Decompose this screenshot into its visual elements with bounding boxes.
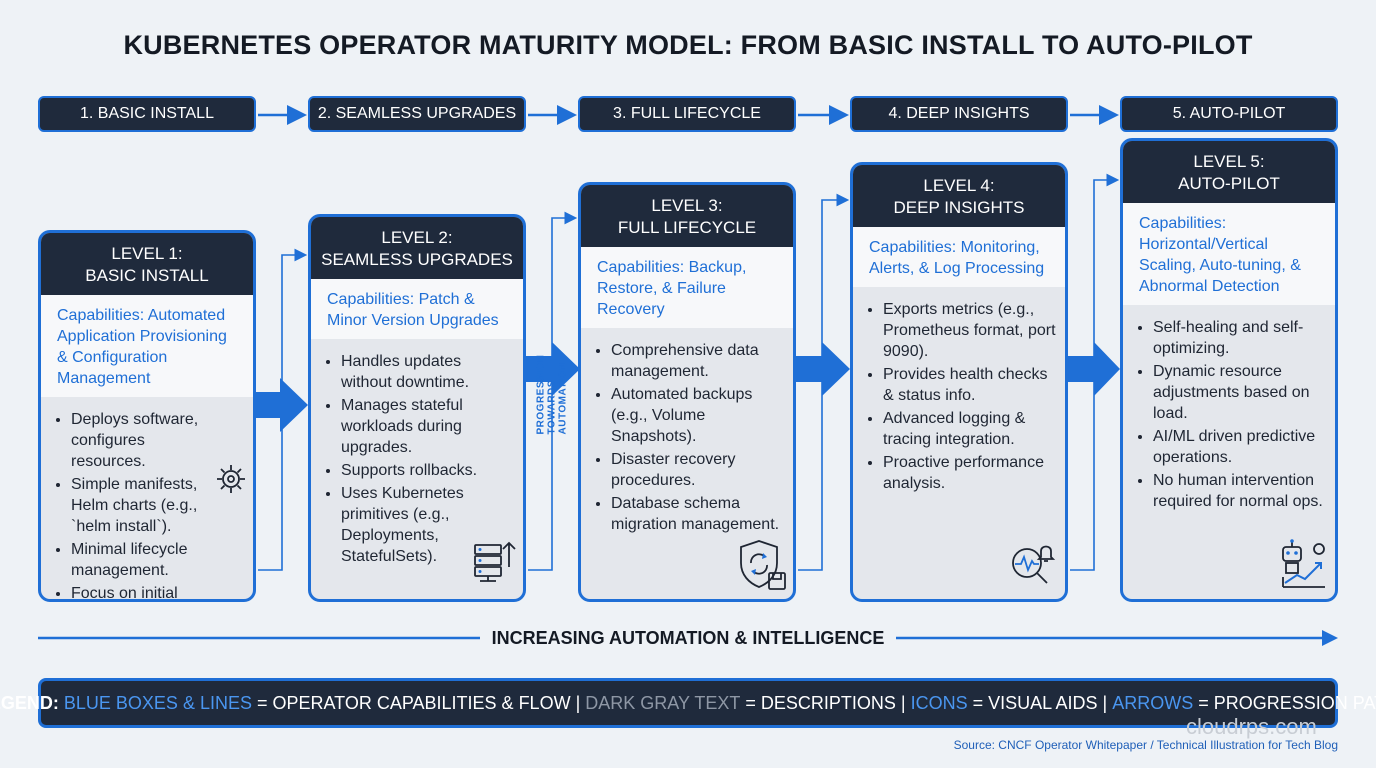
legend-blue-term: BLUE BOXES & LINES xyxy=(63,692,252,713)
level-3-title: FULL LIFECYCLE xyxy=(617,218,757,237)
legend-gray-desc: = DESCRIPTIONS xyxy=(745,692,896,713)
list-item: Exports metrics (e.g., Prometheus format… xyxy=(883,299,1057,362)
list-item: Handles updates without downtime. xyxy=(341,351,515,393)
list-item: Uses Kubernetes primitives (e.g., Deploy… xyxy=(341,483,515,567)
shield-save-icon xyxy=(740,540,786,590)
progression-line: AUTOMATION xyxy=(557,362,569,435)
big-arrow-1 xyxy=(256,378,308,432)
step-basic-install: 1. BASIC INSTALL xyxy=(38,96,256,132)
list-item: Self-healing and self-optimizing. xyxy=(1153,317,1327,359)
level-1-label: LEVEL 1: xyxy=(111,244,183,263)
legend-separator: | xyxy=(575,692,581,713)
level-1-list: Deploys software, configures resources. … xyxy=(41,397,253,599)
source-credit: Source: CNCF Operator Whitepaper / Techn… xyxy=(953,738,1338,752)
list-item: Provides health checks & status info. xyxy=(883,364,1057,406)
level-4-title: DEEP INSIGHTS xyxy=(893,198,1025,217)
level-3-label: LEVEL 3: xyxy=(651,196,723,215)
gear-sync-icon xyxy=(217,465,245,493)
level-1-title: BASIC INSTALL xyxy=(85,266,209,285)
level-1-card: LEVEL 1: BASIC INSTALL Capabilities: Aut… xyxy=(38,230,256,602)
legend-prefix: LEGEND: xyxy=(0,692,59,713)
list-item: Simple manifests, Helm charts (e.g., `he… xyxy=(71,474,219,537)
level-3-list: Comprehensive data management. Automated… xyxy=(581,328,793,535)
legend-arrows-term: ARROWS xyxy=(1112,692,1194,713)
server-upload-icon xyxy=(474,541,516,582)
list-item: Automated backups (e.g., Volume Snapshot… xyxy=(611,384,785,447)
level-5-header: LEVEL 5: AUTO-PILOT xyxy=(1123,141,1335,203)
level-1-capabilities: Capabilities: Automated Application Prov… xyxy=(41,295,253,397)
legend-icons-desc: = VISUAL AIDS xyxy=(972,692,1098,713)
level-4-capabilities: Capabilities: Monitoring, Alerts, & Log … xyxy=(853,227,1065,287)
level-2-list: Handles updates without downtime. Manage… xyxy=(311,339,523,567)
level-3-capabilities: Capabilities: Backup, Restore, & Failure… xyxy=(581,247,793,328)
level-4-list: Exports metrics (e.g., Prometheus format… xyxy=(853,287,1065,494)
level-5-list: Self-healing and self-optimizing. Dynami… xyxy=(1123,305,1335,512)
level-3-header: LEVEL 3: FULL LIFECYCLE xyxy=(581,185,793,247)
level-3-card: LEVEL 3: FULL LIFECYCLE Capabilities: Ba… xyxy=(578,182,796,602)
level-5-card: LEVEL 5: AUTO-PILOT Capabilities: Horizo… xyxy=(1120,138,1338,602)
level-2-title: SEAMLESS UPGRADES xyxy=(321,250,513,269)
list-item: Manages stateful workloads during upgrad… xyxy=(341,395,515,458)
axis-arrowhead xyxy=(1322,630,1338,646)
big-arrow-3 xyxy=(796,342,850,396)
robot-growth-icon xyxy=(1282,539,1325,588)
level-1-header: LEVEL 1: BASIC INSTALL xyxy=(41,233,253,295)
list-item: Supports rollbacks. xyxy=(341,460,515,481)
progression-label: PROGRESSION TOWARDS AUTOMATION xyxy=(535,354,569,435)
level-2-capabilities: Capabilities: Patch & Minor Version Upgr… xyxy=(311,279,523,339)
level-5-title: AUTO-PILOT xyxy=(1178,174,1280,193)
legend-bar: LEGEND: BLUE BOXES & LINES = OPERATOR CA… xyxy=(0,678,1376,728)
page-title: KUBERNETES OPERATOR MATURITY MODEL: FROM… xyxy=(123,30,1253,60)
progression-line: PROGRESSION xyxy=(535,354,547,435)
list-item: Comprehensive data management. xyxy=(611,340,785,382)
list-item: AI/ML driven predictive operations. xyxy=(1153,426,1327,468)
watermark: cloudrps.com xyxy=(1186,714,1317,739)
monitor-alert-icon xyxy=(1012,545,1056,584)
level-2-label: LEVEL 2: xyxy=(381,228,453,247)
list-item: Focus on initial setup. xyxy=(71,583,219,599)
level-2-card: LEVEL 2: SEAMLESS UPGRADES Capabilities:… xyxy=(308,214,526,602)
automation-axis-label: INCREASING AUTOMATION & INTELLIGENCE xyxy=(479,628,897,648)
legend-blue-desc: = OPERATOR CAPABILITIES & FLOW xyxy=(256,692,571,713)
level-4-header: LEVEL 4: DEEP INSIGHTS xyxy=(853,165,1065,227)
list-item: Deploys software, configures resources. xyxy=(71,409,219,472)
step-seamless-upgrades: 2. SEAMLESS UPGRADES xyxy=(308,96,526,132)
list-item: Proactive performance analysis. xyxy=(883,452,1057,494)
step-auto-pilot: 5. AUTO-PILOT xyxy=(1120,96,1338,132)
list-item: Dynamic resource adjustments based on lo… xyxy=(1153,361,1327,424)
step-full-lifecycle: 3. FULL LIFECYCLE xyxy=(578,96,796,132)
level-4-card: LEVEL 4: DEEP INSIGHTS Capabilities: Mon… xyxy=(850,162,1068,602)
legend-gray-term: DARK GRAY TEXT xyxy=(585,692,741,713)
list-item: Advanced logging & tracing integration. xyxy=(883,408,1057,450)
level-4-label: LEVEL 4: xyxy=(923,176,995,195)
big-arrow-2 xyxy=(526,342,580,396)
level-2-header: LEVEL 2: SEAMLESS UPGRADES xyxy=(311,217,523,279)
big-arrow-4 xyxy=(1068,342,1120,396)
automation-axis: INCREASING AUTOMATION & INTELLIGENCE xyxy=(0,628,1376,649)
legend-separator: | xyxy=(900,692,906,713)
legend-separator: | xyxy=(1102,692,1108,713)
legend-icons-term: ICONS xyxy=(910,692,968,713)
list-item: Disaster recovery procedures. xyxy=(611,449,785,491)
legend-arrows-desc: = PROGRESSION PATH xyxy=(1198,692,1376,713)
list-item: Database schema migration management. xyxy=(611,493,785,535)
list-item: No human intervention required for norma… xyxy=(1153,470,1327,512)
level-5-label: LEVEL 5: xyxy=(1193,152,1265,171)
level-5-capabilities: Capabilities: Horizontal/Vertical Scalin… xyxy=(1123,203,1335,305)
step-deep-insights: 4. DEEP INSIGHTS xyxy=(850,96,1068,132)
list-item: Minimal lifecycle management. xyxy=(71,539,219,581)
progression-line: TOWARDS xyxy=(546,380,558,435)
